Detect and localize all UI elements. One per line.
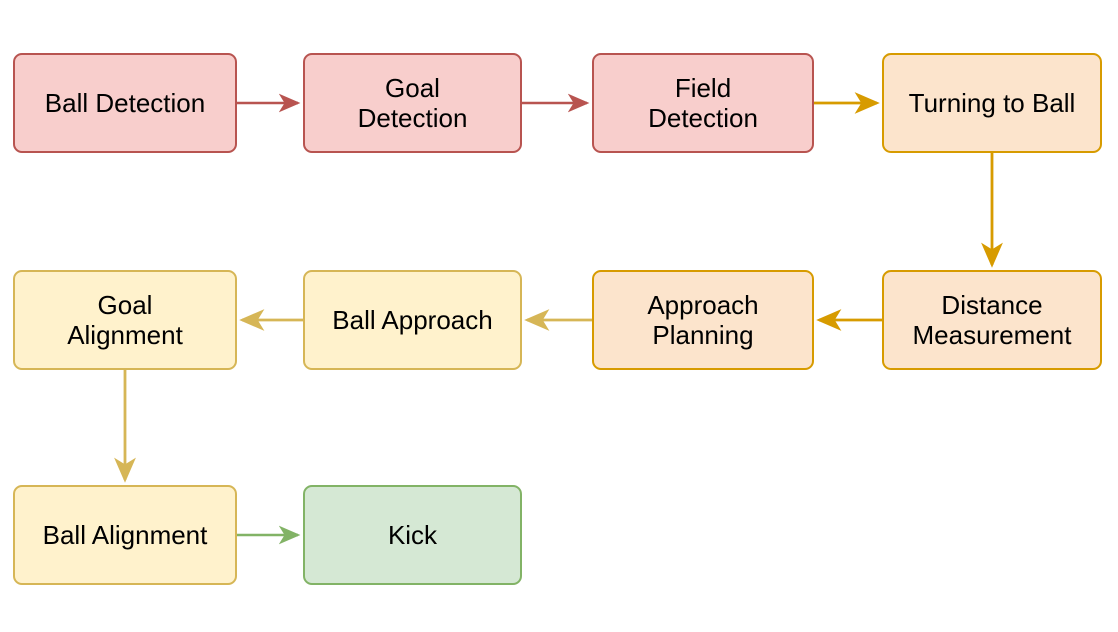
node-ball-approach[interactable]: Ball Approach xyxy=(303,270,522,370)
node-turning-to-ball[interactable]: Turning to Ball xyxy=(882,53,1102,153)
node-ball-alignment[interactable]: Ball Alignment xyxy=(13,485,237,585)
node-field-detection[interactable]: Field Detection xyxy=(592,53,814,153)
node-ball-detection[interactable]: Ball Detection xyxy=(13,53,237,153)
node-goal-alignment[interactable]: Goal Alignment xyxy=(13,270,237,370)
node-goal-detection[interactable]: Goal Detection xyxy=(303,53,522,153)
node-approach-planning[interactable]: Approach Planning xyxy=(592,270,814,370)
node-kick[interactable]: Kick xyxy=(303,485,522,585)
node-distance-measurement[interactable]: Distance Measurement xyxy=(882,270,1102,370)
